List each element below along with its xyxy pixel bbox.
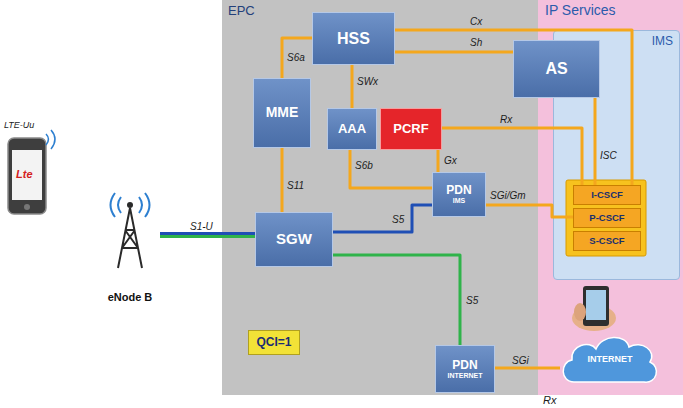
node-title: PDN <box>452 359 477 372</box>
interface-line <box>442 128 582 185</box>
node-title: IMS <box>652 35 673 48</box>
interface-label: SWx <box>357 76 378 87</box>
interface-line-stroke <box>495 367 560 370</box>
interface-label: S6a <box>287 52 305 63</box>
smartphone-body <box>583 286 609 326</box>
free-label: LTE-Uu <box>4 121 34 131</box>
interface-label: Cx <box>470 16 482 27</box>
interface-line-stroke <box>395 30 632 185</box>
tower-node: eNode B <box>100 185 160 305</box>
interface-line-stroke <box>350 150 432 188</box>
interface-line <box>282 148 283 212</box>
radio-waves <box>111 193 150 217</box>
node-title: I-CSCF <box>591 190 623 200</box>
interface-line <box>282 38 312 78</box>
node-title: PDN <box>446 184 471 197</box>
qci-box: QCI=1 <box>248 330 300 355</box>
free-label: Lte <box>16 168 33 180</box>
interface-line-stroke <box>160 232 255 235</box>
interface-line-stroke <box>160 235 255 238</box>
interface-line-stroke <box>442 128 582 185</box>
cscf-box: P-CSCF <box>573 208 641 228</box>
interface-line-stroke <box>486 205 573 217</box>
interface-label: S5 <box>392 214 404 225</box>
interface-line <box>395 30 632 185</box>
hand-figure <box>572 305 616 331</box>
smartphone-screen <box>586 290 606 320</box>
interface-label: S5 <box>466 295 478 306</box>
radio-waves <box>46 130 55 149</box>
interface-line-stroke <box>395 51 513 54</box>
network-box: PDNINTERNET <box>435 345 495 393</box>
handset-screen <box>12 150 42 200</box>
cscf-container <box>566 180 646 256</box>
interface-line <box>352 65 353 108</box>
tower-mast <box>118 208 142 268</box>
network-box: PDNIMS <box>432 172 486 217</box>
handset-body <box>8 138 46 214</box>
tower-antenna <box>127 202 133 208</box>
interface-line-stroke <box>333 255 460 345</box>
interface-line <box>395 52 513 53</box>
node-title: PCRF <box>393 122 428 136</box>
interface-label: S1-U <box>190 221 213 232</box>
node-subtitle: INTERNET <box>448 372 483 380</box>
cloud-node: INTERNET <box>560 330 660 390</box>
network-box: AAA <box>327 108 377 150</box>
node-title: MME <box>266 105 299 120</box>
cloud-outline <box>563 337 656 382</box>
interface-label: Rx <box>500 114 512 125</box>
interface-label: ISC <box>600 150 617 161</box>
interface-label: Gx <box>444 155 457 166</box>
node-title: AS <box>545 60 567 78</box>
interface-line <box>160 234 255 237</box>
interface-line-stroke <box>333 205 432 232</box>
handset-button <box>24 204 30 210</box>
node-title: eNode B <box>108 291 153 303</box>
interface-line <box>486 205 573 217</box>
interface-line-stroke <box>351 65 354 108</box>
interface-line <box>333 255 460 345</box>
node-title: SGW <box>276 231 312 248</box>
interface-label: SGi <box>512 355 529 366</box>
cscf-box: S-CSCF <box>573 231 641 251</box>
node-subtitle: IMS <box>453 197 465 205</box>
interface-line <box>438 150 439 172</box>
interface-line-stroke <box>281 148 284 212</box>
interface-line <box>333 205 432 232</box>
interface-line-stroke <box>437 150 440 172</box>
network-box: AS <box>513 40 600 98</box>
tower-symbol <box>118 208 142 268</box>
node-title: EPC <box>228 4 255 18</box>
interface-line <box>350 150 432 188</box>
interface-label: S6b <box>355 160 373 171</box>
interface-line <box>595 98 596 185</box>
node-title: P-CSCF <box>589 213 624 223</box>
node-title: AAA <box>338 122 366 136</box>
free-label: Rx <box>543 394 556 406</box>
thumb-figure <box>574 303 586 321</box>
cscf-box: I-CSCF <box>573 185 641 205</box>
interface-label: Sh <box>470 37 482 48</box>
interface-label: SGi/Gm <box>490 190 526 201</box>
interface-label: S11 <box>287 180 304 191</box>
node-title: INTERNET <box>588 355 633 365</box>
interface-line <box>495 368 560 369</box>
node-title: QCI=1 <box>256 336 291 349</box>
interface-line-stroke <box>594 98 597 185</box>
network-box: PCRF <box>380 108 442 150</box>
node-title: IP Services <box>545 3 616 18</box>
node-title: S-CSCF <box>589 236 624 246</box>
network-box: SGW <box>255 212 333 267</box>
node-title: HSS <box>337 30 370 48</box>
interface-line-stroke <box>282 38 312 78</box>
network-box: MME <box>253 78 311 148</box>
network-box: HSS <box>312 12 395 65</box>
